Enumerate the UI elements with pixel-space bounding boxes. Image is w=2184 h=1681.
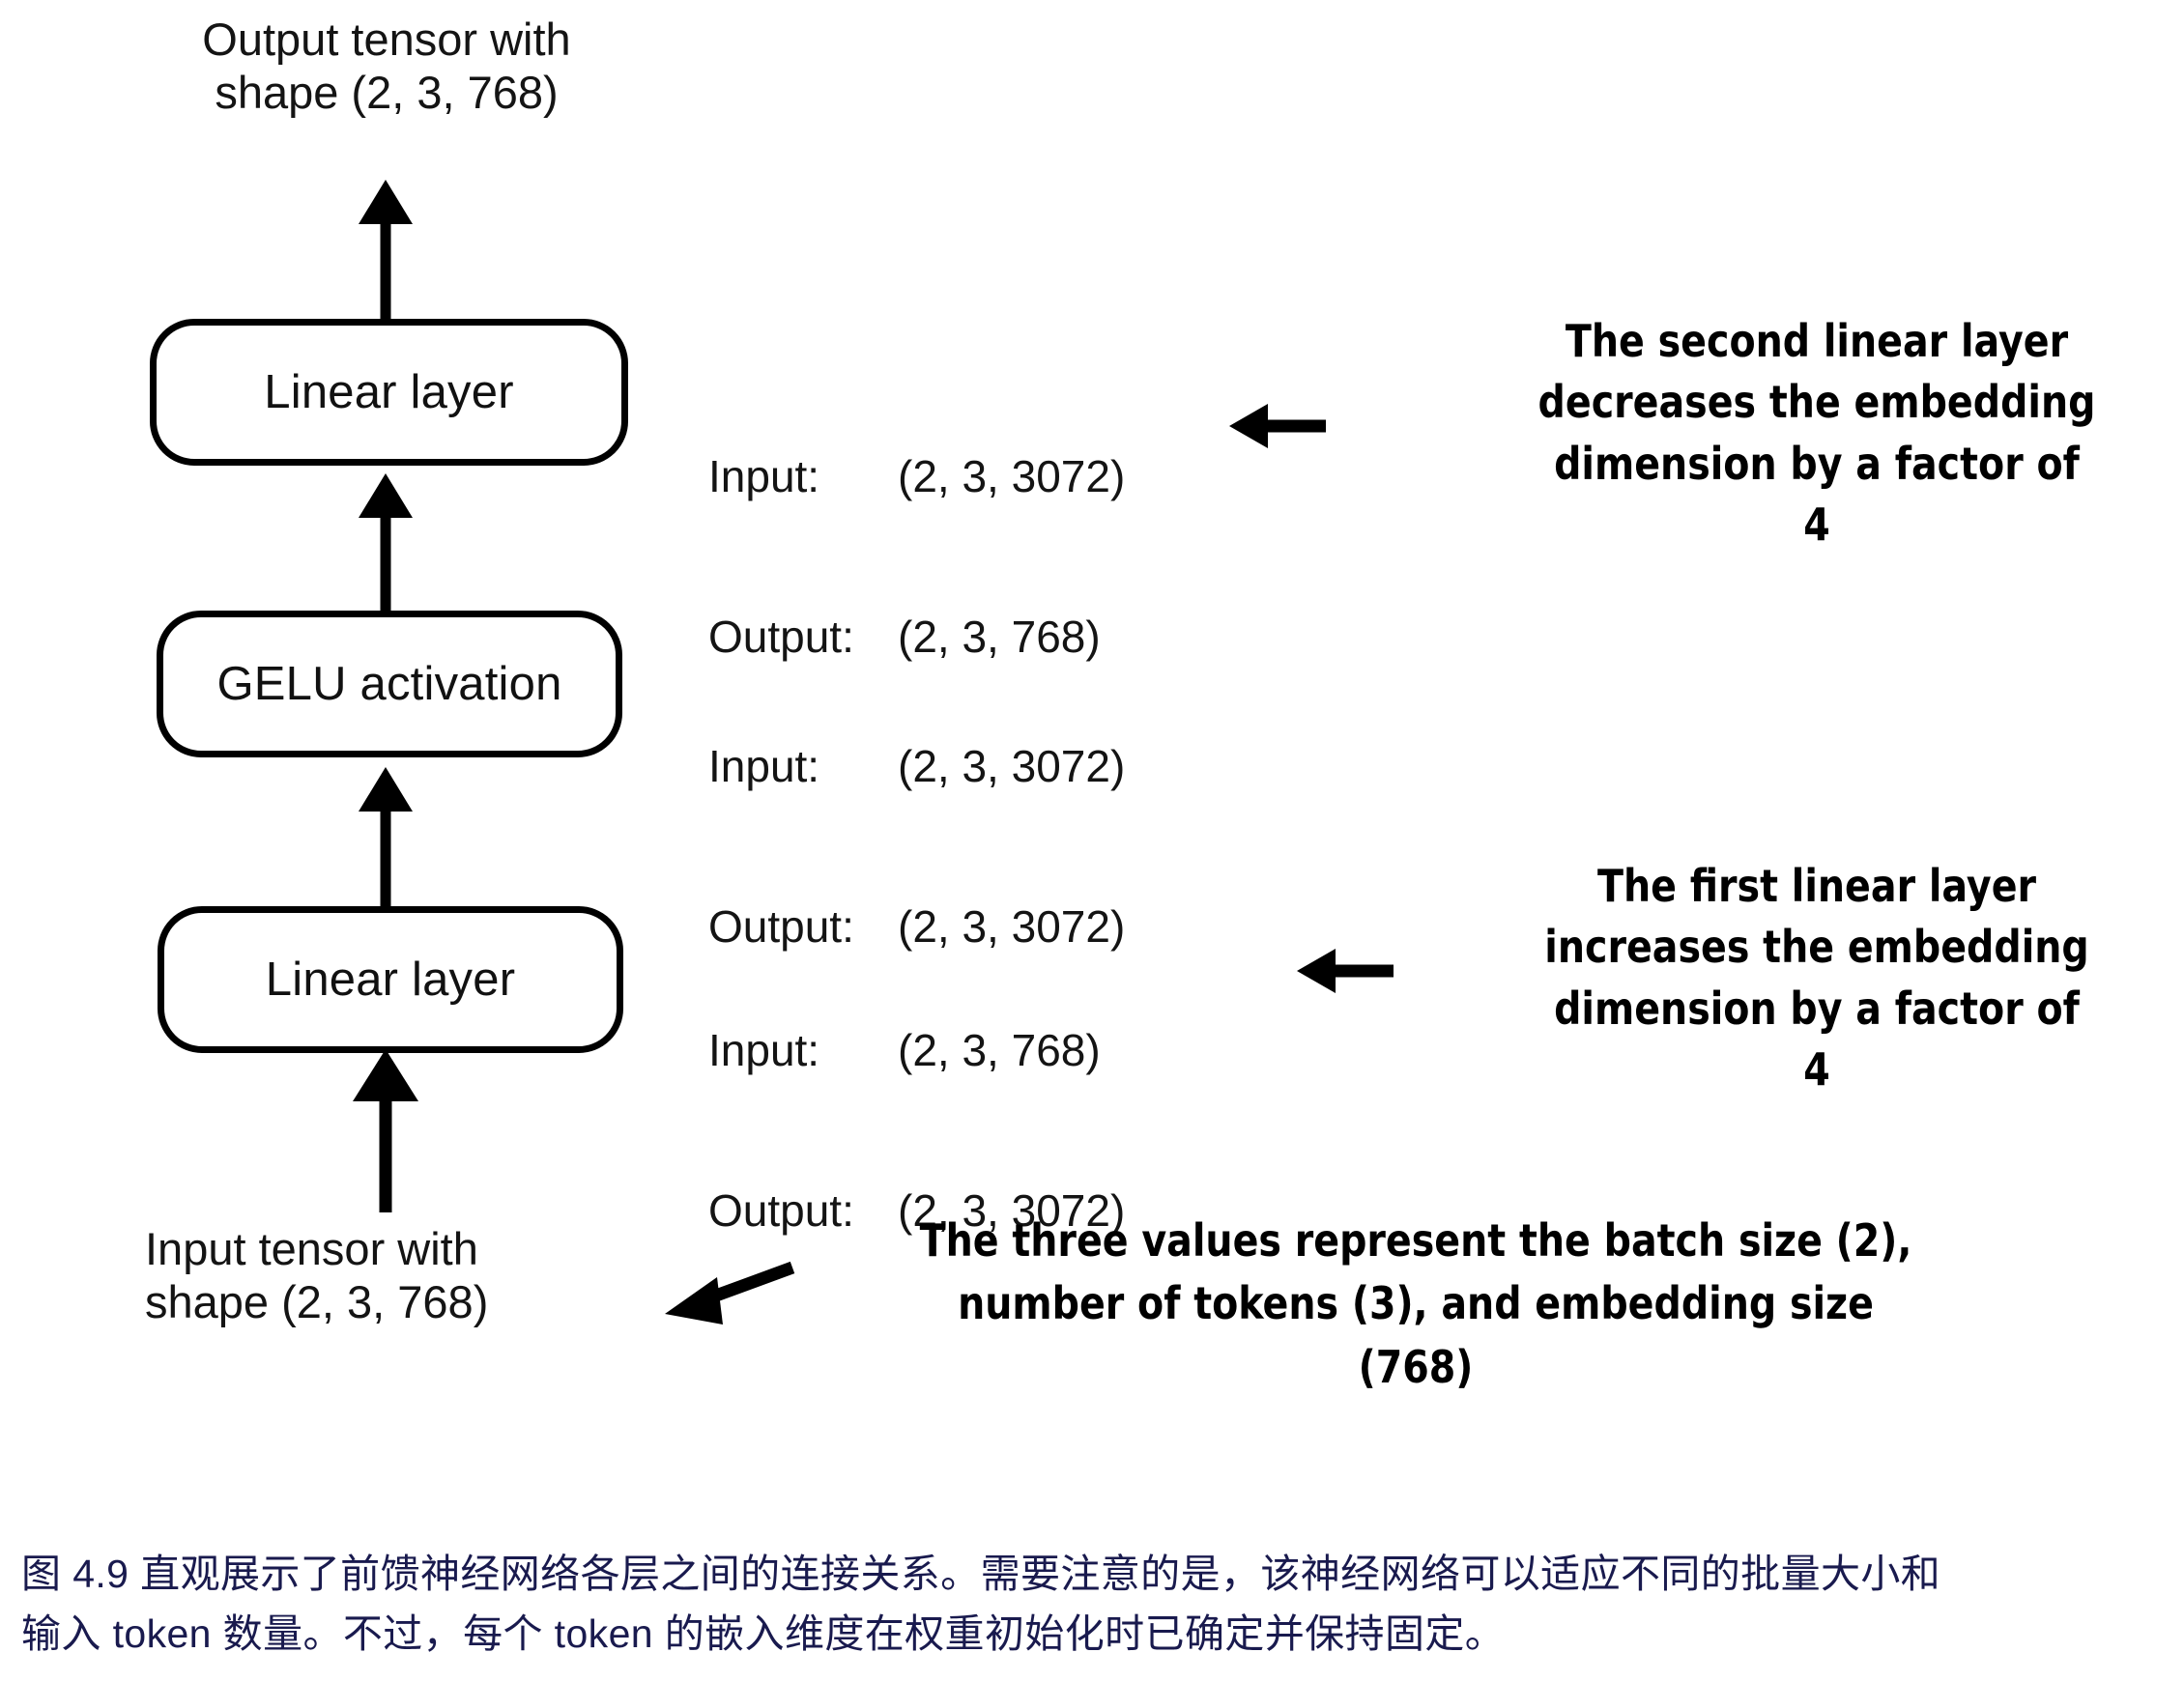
io-input-value: (2, 3, 3072) [898,741,1126,792]
io-output-row: Output: (2, 3, 3072) [708,900,1125,954]
annotation-line: (768) [1358,1340,1474,1393]
io-input-row: Input: (2, 3, 768) [708,1024,1125,1077]
block-linear-layer-first[interactable]: Linear layer [158,906,623,1053]
annotation-line: decreases the embedding [1537,376,2096,429]
annotation-line: increases the embedding [1544,921,2089,974]
io-output-value: (2, 3, 3072) [898,900,1126,952]
io-output-row: Output: (2, 3, 768) [708,611,1125,664]
io-spec-linear-layer-first: Input: (2, 3, 768) Output: (2, 3, 3072) [708,918,1125,1345]
io-output-value: (2, 3, 768) [898,611,1101,662]
io-output-key: Output: [708,611,854,662]
input-tensor-caption: Input tensor with shape (2, 3, 768) [145,1223,489,1327]
arrow-input-to-linear1 [353,1049,418,1212]
io-output-value: (2, 3, 3072) [898,1184,1126,1236]
io-spec-gelu-activation: Input: (2, 3, 3072) Output: (2, 3, 3072) [708,634,1125,1061]
block-label: GELU activation [216,658,562,710]
annotation-three-values: The three values represent the batch siz… [872,1210,1961,1399]
arrow-annotation-second-linear [1229,404,1326,448]
io-input-key: Input: [708,451,820,502]
figure-caption-line-1: 图 4.9 直观展示了前馈神经网络各层之间的连接关系。需要注意的是，该神经网络可… [21,1552,1941,1596]
io-input-row: Input: (2, 3, 3072) [708,450,1125,503]
figure-caption-line-2: 输入 token 数量。不过，每个 token 的嵌入维度在权重初始化时已确定并… [21,1611,1506,1657]
block-label: Linear layer [264,366,514,418]
io-output-key: Output: [708,900,854,952]
arrow-linear1-to-gelu [359,767,413,906]
annotation-line: dimension by a factor of 4 [1554,982,2080,1097]
annotation-line: The three values represent the batch siz… [919,1214,1912,1267]
io-output-row: Output: (2, 3, 3072) [708,1184,1125,1238]
block-linear-layer-second[interactable]: Linear layer [150,319,628,466]
annotation-line: The first linear layer [1596,860,2037,912]
io-input-value: (2, 3, 3072) [898,451,1126,502]
arrow-gelu-to-linear2 [359,473,413,611]
block-gelu-activation[interactable]: GELU activation [157,611,622,757]
annotation-line: dimension by a factor of 4 [1554,437,2080,552]
arrow-annotation-first-linear [1297,949,1394,993]
io-output-key: Output: [708,1184,854,1236]
io-spec-linear-layer-second: Input: (2, 3, 3072) Output: (2, 3, 768) [708,344,1125,771]
block-label: Linear layer [265,954,516,1006]
annotation-line: The second linear layer [1565,315,2069,367]
arrow-to-output-tensor [359,180,413,319]
io-input-key: Input: [708,741,820,792]
io-input-row: Input: (2, 3, 3072) [708,740,1125,793]
annotation-second-linear-layer: The second linear layer decreases the em… [1535,311,2100,556]
io-input-key: Input: [708,1025,820,1076]
io-input-value: (2, 3, 768) [898,1025,1101,1076]
figure-caption: 图 4.9 直观展示了前馈神经网络各层之间的连接关系。需要注意的是，该神经网络可… [21,1544,2167,1665]
output-tensor-caption: Output tensor with shape (2, 3, 768) [202,14,571,118]
annotation-line: number of tokens (3), and embedding size [958,1277,1874,1330]
annotation-first-linear-layer: The first linear layer increases the emb… [1535,856,2100,1101]
